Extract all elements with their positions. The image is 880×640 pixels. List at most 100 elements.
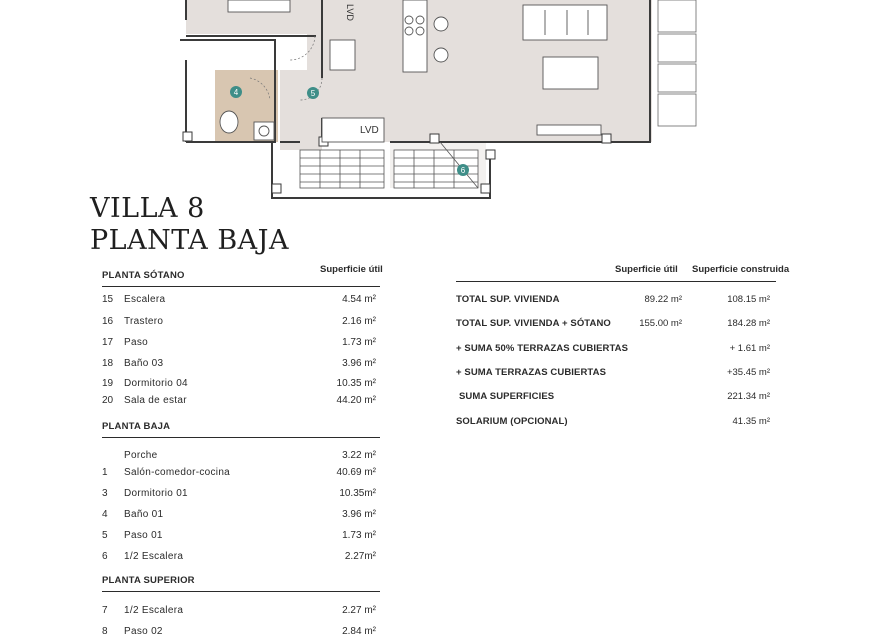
- wall-living-bottom: [390, 0, 651, 143]
- room-name: 1/2 Escalera: [124, 605, 184, 616]
- room-area: 3.96 m²: [342, 358, 376, 369]
- column: [601, 133, 612, 144]
- room-name: Paso: [124, 337, 148, 348]
- stool: [433, 47, 449, 63]
- divider: [456, 281, 776, 282]
- table-row: 20 Sala de estar 44.20 m²: [102, 395, 380, 409]
- room-number: 16: [102, 316, 114, 327]
- column: [271, 183, 282, 194]
- coffee-table: [542, 56, 599, 90]
- hall-floor: [280, 70, 322, 150]
- total-construida: 184.28 m²: [727, 318, 770, 329]
- tv-unit: [536, 124, 602, 136]
- total-construida: 221.34 m²: [727, 391, 770, 402]
- table-row: TOTAL SUP. VIVIENDA + SÓTANO 155.00 m² 1…: [456, 318, 776, 332]
- total-construida: +35.45 m²: [726, 367, 770, 378]
- table-row: 19 Dormitorio 04 10.35 m²: [102, 378, 380, 392]
- column-header-construida: Superficie construida: [692, 264, 790, 275]
- room-number: 19: [102, 378, 114, 389]
- table-row: 18 Baño 03 3.96 m²: [102, 358, 380, 372]
- terrace-panel: [657, 0, 697, 33]
- column: [429, 133, 440, 144]
- table-row: 6 1/2 Escalera 2.27m²: [102, 551, 380, 565]
- toilet: [219, 110, 239, 134]
- column-header-util-right: Superficie útil: [615, 264, 678, 275]
- room-area: 2.16 m²: [342, 316, 376, 327]
- total-construida: + 1.61 m²: [729, 343, 770, 354]
- room-area: 2.27 m²: [342, 605, 376, 616]
- sofa: [522, 4, 608, 41]
- room-area: 1.73 m²: [342, 530, 376, 541]
- total-label: SOLARIUM (OPCIONAL): [456, 416, 568, 427]
- room-area: 40.69 m²: [336, 467, 376, 478]
- table-row: 1 Salón-comedor-cocina 40.69 m²: [102, 467, 380, 481]
- room-number: 17: [102, 337, 114, 348]
- room-area: 3.96 m²: [342, 509, 376, 520]
- room-area: 2.27m²: [344, 551, 376, 562]
- total-construida: 108.15 m²: [727, 294, 770, 305]
- room-name: Baño 01: [124, 509, 164, 520]
- svg-text:4: 4: [234, 88, 239, 97]
- divider: [102, 437, 380, 438]
- room-name: Porche: [124, 450, 158, 461]
- room-name: Paso 02: [124, 626, 163, 637]
- bed: [227, 0, 291, 13]
- svg-text:5: 5: [311, 89, 316, 98]
- lvd-label-lower: LVD: [360, 125, 379, 136]
- page-title-line1: VILLA 8: [90, 193, 205, 224]
- door-swing: [249, 77, 271, 101]
- room-marker-4: 4: [230, 86, 242, 98]
- stool: [433, 16, 449, 32]
- page-title-line2: PLANTA BAJA: [90, 225, 289, 256]
- room-area: 10.35 m²: [336, 378, 376, 389]
- table-row: SUMA SUPERFICIES 221.34 m²: [456, 391, 776, 405]
- wall-outline: [180, 0, 276, 143]
- room-name: Trastero: [124, 316, 164, 327]
- room-number: 5: [102, 530, 108, 541]
- total-label: + SUMA TERRAZAS CUBIERTAS: [456, 367, 607, 378]
- terrace-panel: [657, 93, 697, 127]
- column-header-util: Superficie útil: [320, 264, 383, 275]
- room-number: 6: [102, 551, 108, 562]
- table-row: Porche 3.22 m²: [102, 450, 380, 464]
- divider: [102, 286, 380, 287]
- total-construida: 41.35 m²: [732, 416, 771, 427]
- total-label: + SUMA 50% TERRAZAS CUBIERTAS: [456, 343, 629, 354]
- column: [485, 149, 496, 160]
- total-util: 89.22 m²: [644, 294, 683, 305]
- room-marker-6: 6: [457, 164, 469, 176]
- svg-text:6: 6: [461, 166, 466, 175]
- room-number: 8: [102, 626, 108, 637]
- room-area: 10.35m²: [339, 488, 376, 499]
- room-area: 4.54 m²: [342, 294, 376, 305]
- room-area: 3.22 m²: [342, 450, 376, 461]
- section-title: PLANTA SÓTANO: [102, 270, 185, 281]
- section-title: PLANTA SUPERIOR: [102, 575, 195, 586]
- table-row: 5 Paso 01 1.73 m²: [102, 530, 380, 544]
- room-area: 44.20 m²: [336, 395, 376, 406]
- wardrobe: [329, 39, 356, 71]
- column: [480, 183, 491, 194]
- total-label: SUMA SUPERFICIES: [459, 391, 555, 402]
- wall-stair-box: [271, 142, 491, 199]
- room-name: Dormitorio 04: [124, 378, 188, 389]
- room-name: Sala de estar: [124, 395, 187, 406]
- table-row: 15 Escalera 4.54 m²: [102, 294, 380, 308]
- terrace-panel: [657, 33, 697, 63]
- room-name: Baño 03: [124, 358, 164, 369]
- table-row: 7 1/2 Escalera 2.27 m²: [102, 605, 380, 619]
- room-name: Dormitorio 01: [124, 488, 188, 499]
- total-util: 155.00 m²: [639, 318, 682, 329]
- room-number: 4: [102, 509, 108, 520]
- room-name: Paso 01: [124, 530, 163, 541]
- table-row: 17 Paso 1.73 m²: [102, 337, 380, 351]
- room-number: 3: [102, 488, 108, 499]
- total-label: TOTAL SUP. VIVIENDA + SÓTANO: [456, 318, 611, 329]
- lvd-label-upper: LVD: [345, 4, 355, 21]
- section-title: PLANTA BAJA: [102, 421, 171, 432]
- table-row: SOLARIUM (OPCIONAL) 41.35 m²: [456, 416, 776, 430]
- room-number: 20: [102, 395, 114, 406]
- table-row: TOTAL SUP. VIVIENDA 89.22 m² 108.15 m²: [456, 294, 776, 308]
- column: [182, 131, 193, 142]
- table-row: 16 Trastero 2.16 m²: [102, 316, 380, 330]
